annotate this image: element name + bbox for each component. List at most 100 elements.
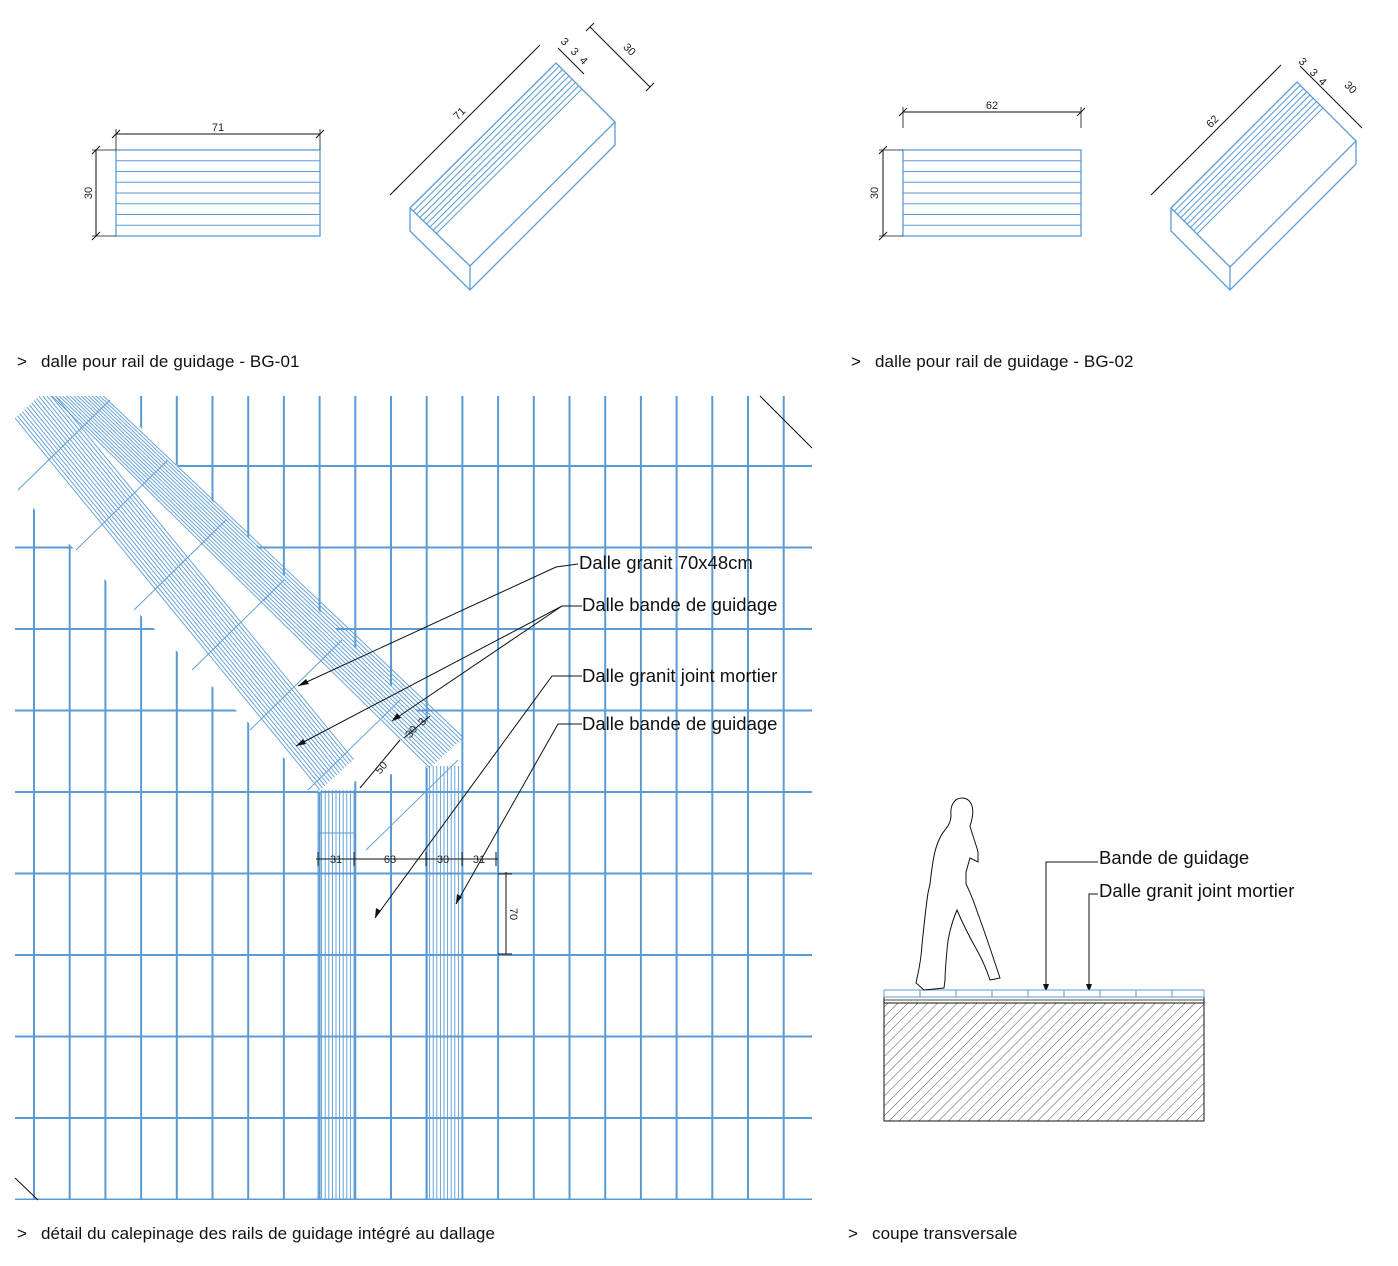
bg01-iso-d1: 3 (558, 36, 571, 49)
diag-band-line (91, 396, 457, 745)
diag-band-line (15, 417, 321, 791)
caption-bg02-text: dalle pour rail de guidage - BG-02 (875, 352, 1134, 371)
iso-stripe-line (1193, 104, 1321, 232)
iso-stripe-line (422, 75, 570, 222)
diag-cross-joint (191, 579, 285, 671)
diag-band-line (19, 413, 326, 786)
diag-band-line (51, 396, 431, 769)
caption-bg01-text: dalle pour rail de guidage - BG-01 (41, 352, 300, 371)
diag-band-line (21, 411, 328, 784)
dim-63: 63 (384, 854, 396, 866)
iso-stripe-line (1196, 107, 1324, 235)
diag-band-line (80, 396, 450, 752)
caption-detail-text: détail du calepinage des rails de guidag… (41, 1224, 496, 1243)
bg01-iso-d3: 4 (577, 55, 590, 68)
diag-band-line (73, 396, 445, 756)
diag-band-line (54, 396, 433, 767)
diag-band-line (62, 396, 438, 762)
bg02-iso-d2: 3 (1307, 67, 1320, 80)
plan-break-lines (14, 395, 813, 1201)
bg01-iso-view: 71 30 3 3 4 (389, 22, 655, 291)
diag-band-line (31, 402, 338, 776)
caption-coupe: > coupe transversale (848, 1224, 1017, 1244)
iso-stripe-line (435, 88, 583, 235)
diag-band-line (58, 396, 436, 765)
diag-band-line (98, 396, 462, 741)
dim-70: 70 (507, 908, 519, 920)
bg02-iso-width: 30 (1342, 79, 1359, 96)
iso-stripe-line (429, 82, 576, 228)
dim-31-b: 31 (473, 854, 485, 866)
paving-plan (15, 396, 812, 1200)
diag-band-line (69, 396, 443, 758)
bg02-plan-height: 30 (869, 187, 881, 199)
cross-section (883, 797, 1205, 1122)
bg01-iso-width: 30 (621, 41, 638, 58)
caption-marker: > (848, 1224, 859, 1243)
diag-cross-joint (17, 399, 111, 491)
label-dalle-granit: Dalle granit 70x48cm (579, 552, 753, 573)
diag-band-line (76, 396, 448, 754)
bg02-iso-d1: 3 (1296, 56, 1309, 69)
dim-30: 30 (437, 854, 449, 866)
plan-dimensions (316, 715, 512, 955)
caption-bg02: > dalle pour rail de guidage - BG-02 (851, 352, 1134, 372)
iso-stripe-line (1180, 91, 1308, 219)
diag-band-line (65, 396, 440, 760)
diag-band-line (26, 406, 333, 780)
caption-coupe-text: coupe transversale (872, 1224, 1018, 1243)
label-joint-mortier: Dalle granit joint mortier (582, 665, 778, 686)
diag-band-line (50, 396, 352, 763)
diag-band-line (38, 396, 345, 769)
diag-band-line (46, 396, 350, 765)
diag-band-line (84, 396, 452, 749)
caption-marker: > (17, 352, 28, 371)
diag-band-line (54, 396, 354, 761)
label-coupe-joint: Dalle granit joint mortier (1099, 880, 1295, 901)
bg01-plan-view: 71 30 (83, 122, 325, 241)
iso-stripe-line (416, 69, 563, 215)
iso-stripe-line (432, 85, 580, 232)
bg01-iso-d2: 3 (568, 46, 581, 59)
diag-cross-joint (249, 639, 343, 731)
diag-band-line (42, 396, 347, 767)
diag-band-line (17, 415, 323, 789)
caption-marker: > (851, 352, 862, 371)
label-coupe-bande: Bande de guidage (1099, 847, 1250, 868)
diag-cross-joint (75, 459, 169, 551)
iso-stripe-line (419, 72, 567, 219)
caption-bg01: > dalle pour rail de guidage - BG-01 (17, 352, 300, 372)
diag-band-line (102, 396, 464, 739)
diag-cross-joint (133, 519, 227, 611)
iso-stripe-line (1186, 97, 1314, 225)
diag-band-line (29, 404, 335, 778)
bg01-iso-length: 71 (451, 105, 468, 122)
caption-detail: > détail du calepinage des rails de guida… (17, 1224, 495, 1244)
diag-band-line (36, 398, 342, 771)
caption-marker: > (17, 1224, 28, 1243)
leader-lines (295, 563, 1098, 992)
iso-stripe-line (1173, 84, 1301, 212)
diag-cross-joint (307, 699, 401, 791)
bg01-plan-width: 71 (212, 122, 224, 134)
iso-stripe-line (1190, 101, 1317, 228)
bg01-plan-height: 30 (83, 187, 95, 199)
label-bande-guidage-2: Dalle bande de guidage (582, 713, 778, 734)
bg02-plan-view: 62 30 (869, 100, 1086, 241)
diag-cross-joint (365, 759, 459, 851)
pedestrian-icon (915, 797, 1001, 991)
bg02-plan-width: 62 (986, 100, 998, 112)
diag-band-line (87, 396, 455, 747)
iso-stripe-line (412, 65, 560, 212)
leader-arrowheads (296, 679, 1092, 992)
iso-stripe-line (1183, 94, 1311, 222)
diag-band-line (24, 409, 330, 782)
iso-stripe-line (425, 78, 573, 225)
bg02-iso-view: 62 30 3 3 4 (1150, 56, 1363, 291)
iso-stripe-line (1177, 88, 1304, 215)
diag-band-line (33, 400, 340, 774)
diag-band-line (95, 396, 460, 743)
label-bande-guidage-1: Dalle bande de guidage (582, 594, 778, 615)
dim-31-a: 31 (330, 854, 342, 866)
